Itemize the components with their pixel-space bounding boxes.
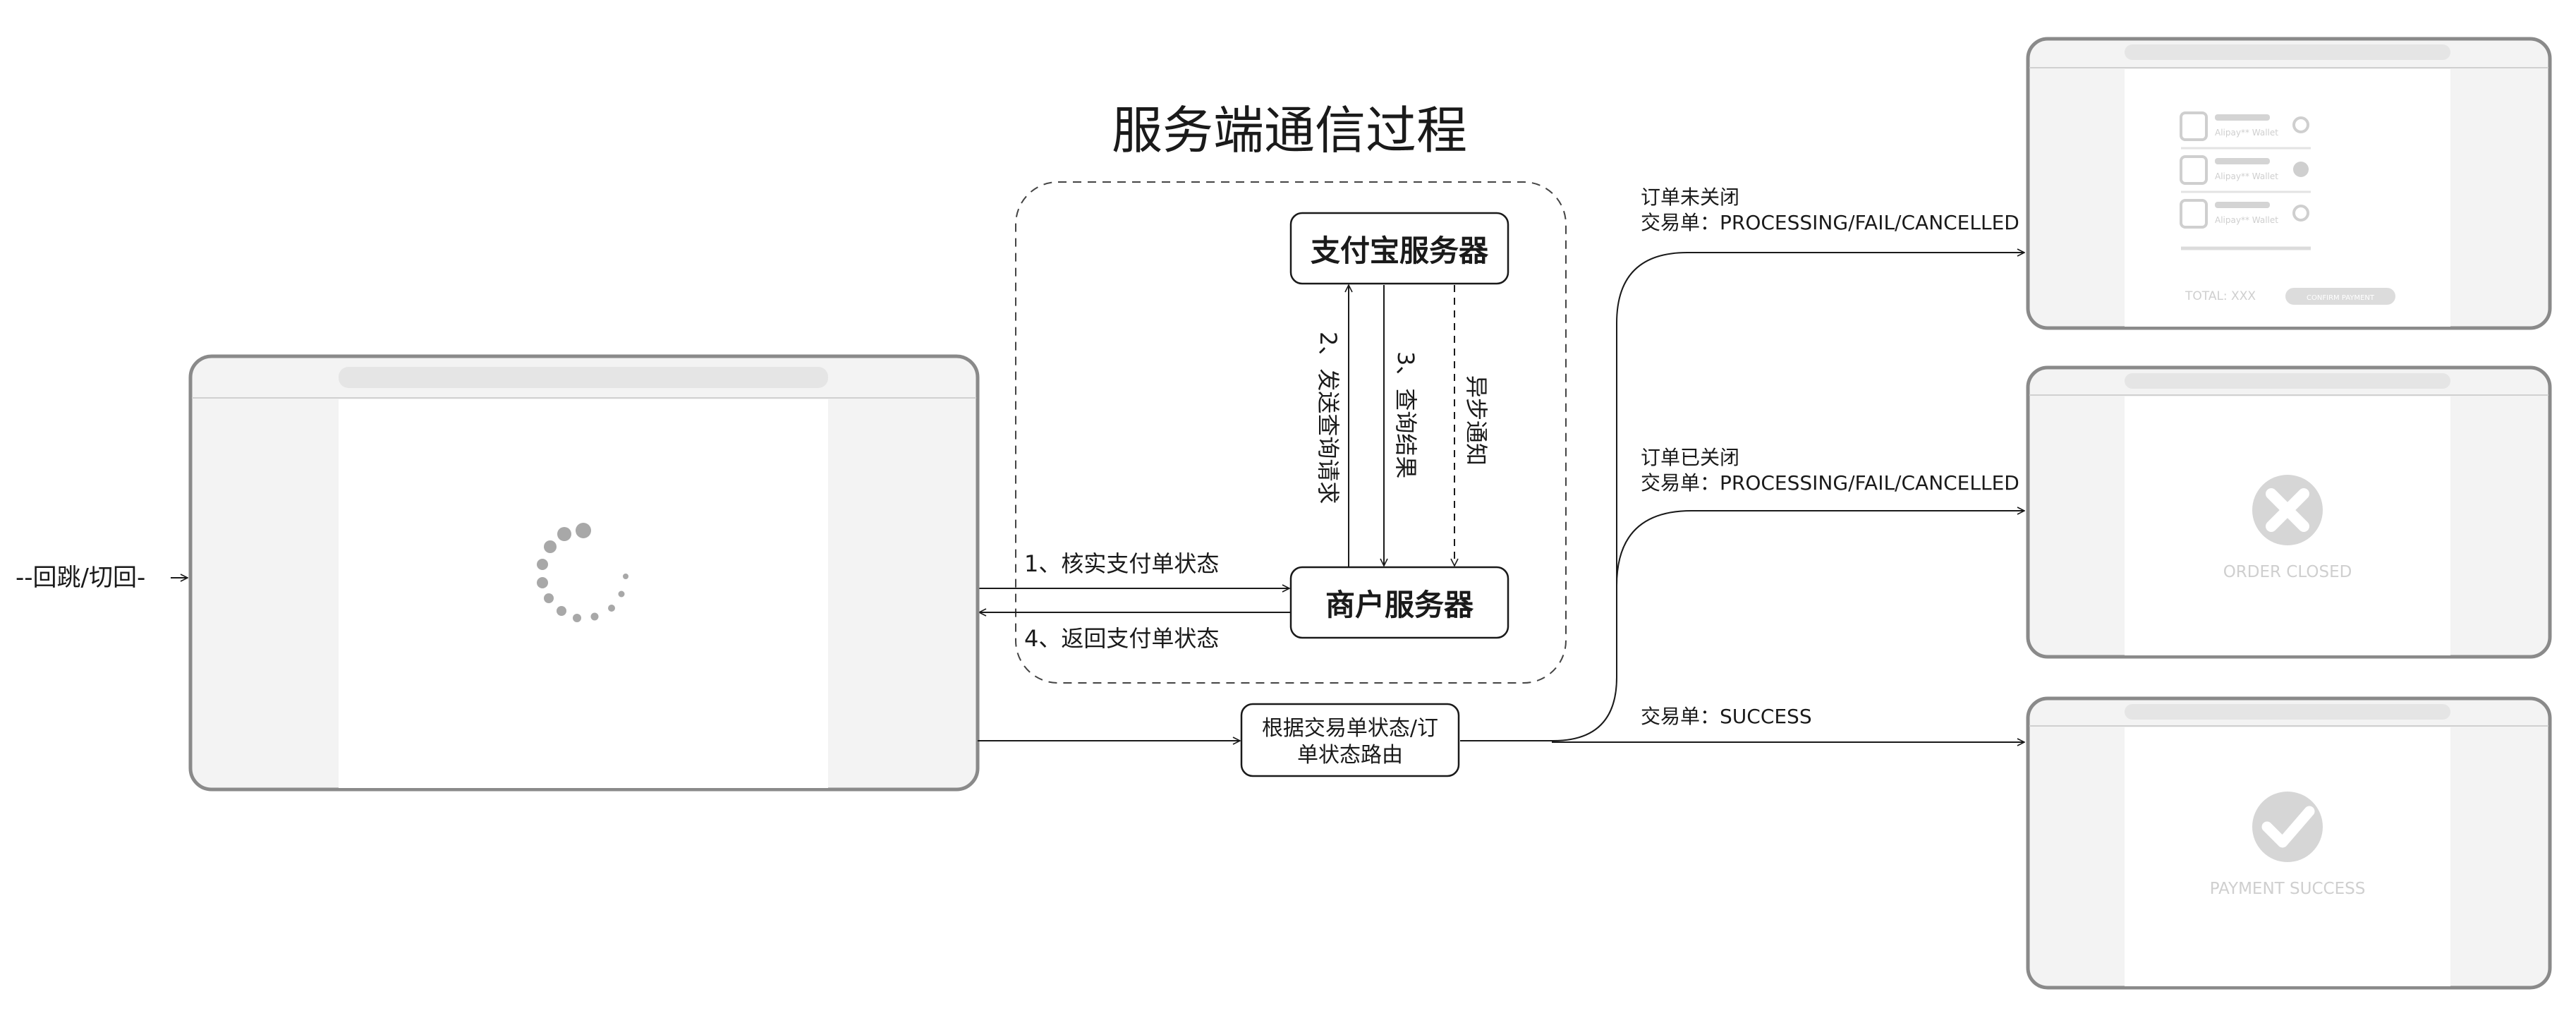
loading-screen — [188, 354, 980, 792]
merchant-server-label: 商户服务器 — [1325, 588, 1474, 622]
server-group-box — [1015, 181, 1567, 684]
total-label: TOTAL: XXX — [2185, 289, 2256, 303]
route-closed-line1: 订单已关闭 — [1641, 446, 1739, 469]
payment-success-caption: PAYMENT SUCCESS — [2210, 880, 2366, 898]
wallet-option-1: Alipay** Wallet — [2180, 111, 2309, 141]
router-label-line2: 单状态路由 — [1297, 743, 1403, 768]
edge-route-closed — [1616, 511, 2024, 586]
loading-spinner-icon — [537, 523, 628, 622]
alipay-server-label: 支付宝服务器 — [1311, 234, 1489, 268]
entry-label: --回跳/切回- — [16, 564, 145, 592]
alipay-server-node: 支付宝服务器 — [1289, 212, 1509, 285]
order-closed-screen: ORDER CLOSED — [2026, 365, 2552, 659]
route-success-line1: 交易单：SUCCESS — [1641, 705, 1812, 728]
checkmark-icon — [2252, 792, 2323, 862]
svg-text:CONFIRM PAYMENT: CONFIRM PAYMENT — [2307, 294, 2375, 302]
order-closed-caption: ORDER CLOSED — [2223, 563, 2352, 581]
wallet-option-3: Alipay** Wallet — [2180, 199, 2309, 229]
query-result-label: 3、查询结果 — [1392, 351, 1419, 478]
router-node: 根据交易单状态/订 单状态路由 — [1240, 703, 1460, 777]
diagram-title: 服务端通信过程 — [1112, 101, 1467, 160]
route-closed-line2: 交易单：PROCESSING/FAIL/CANCELLED — [1641, 471, 2019, 495]
wallet-option-2: Alipay** Wallet — [2180, 155, 2309, 185]
verify-label: 1、核实支付单状态 — [1024, 550, 1219, 577]
router-label-line1: 根据交易单状态/订 — [1262, 716, 1438, 741]
svg-text:Alipay** Wallet: Alipay** Wallet — [2215, 171, 2278, 181]
address-bar — [339, 367, 828, 388]
route-open-line1: 订单未关闭 — [1641, 186, 1739, 209]
async-notify-label: 异步通知 — [1463, 375, 1490, 466]
return-label: 4、返回支付单状态 — [1024, 625, 1219, 652]
edge-route-open — [1460, 253, 2024, 741]
payment-select-screen: Alipay** Wallet Alipay** Wallet Alipay**… — [2026, 37, 2552, 330]
svg-text:Alipay** Wallet: Alipay** Wallet — [2215, 215, 2278, 225]
query-request-label: 2、发送查询请求 — [1315, 332, 1342, 504]
close-icon — [2252, 475, 2323, 545]
merchant-server-node: 商户服务器 — [1289, 566, 1509, 639]
confirm-payment-button — [2285, 288, 2395, 305]
route-open-line2: 交易单：PROCESSING/FAIL/CANCELLED — [1641, 211, 2019, 234]
payment-success-screen: PAYMENT SUCCESS — [2026, 696, 2552, 990]
svg-text:Alipay** Wallet: Alipay** Wallet — [2215, 128, 2278, 138]
